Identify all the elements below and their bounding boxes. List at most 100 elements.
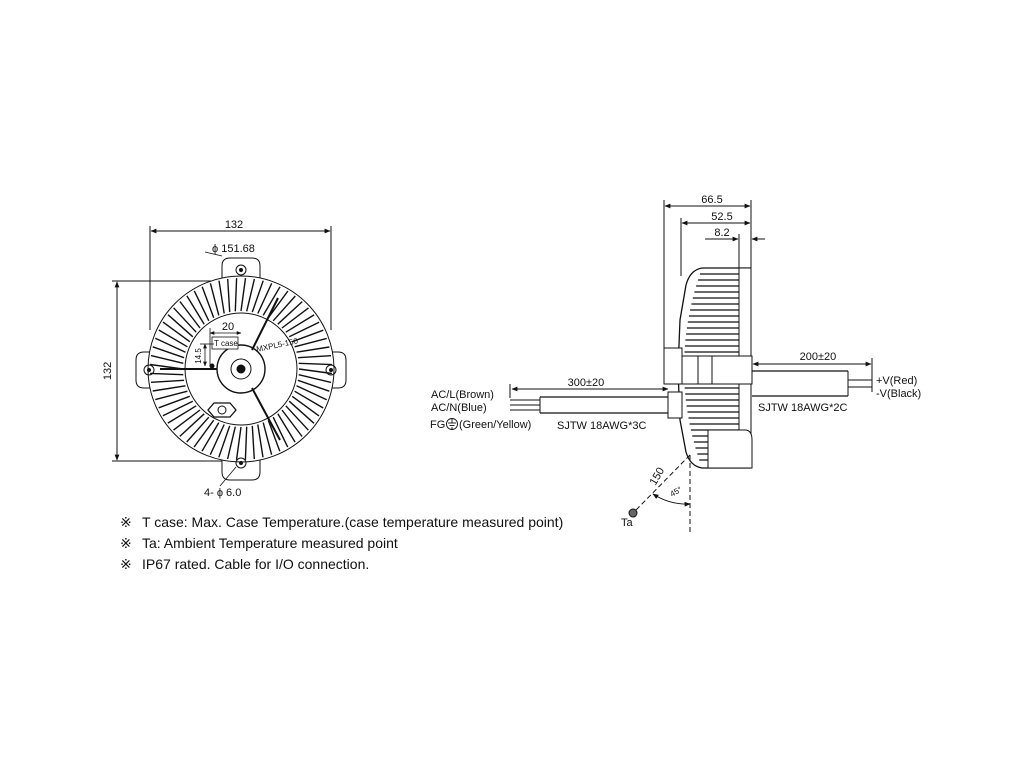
cooling-fin bbox=[235, 426, 242, 460]
front-width-label: 132 bbox=[225, 219, 243, 231]
cooling-fin bbox=[155, 337, 186, 353]
note-text: T case: Max. Case Temperature.(case temp… bbox=[142, 514, 564, 530]
wire-acn-label: AC/N(Blue) bbox=[431, 402, 487, 414]
cooling-fin bbox=[226, 426, 236, 460]
cooling-fin bbox=[277, 301, 303, 325]
ta-distance-label: 150 bbox=[648, 466, 668, 488]
cooling-fin bbox=[272, 416, 289, 448]
tcase-vertical-label: 14.5 bbox=[194, 348, 203, 364]
cooling-fin bbox=[167, 405, 197, 424]
hub-inner bbox=[230, 358, 252, 380]
wire-fg-label: (Green/Yellow) bbox=[459, 419, 531, 431]
front-diameter-label: ϕ 151.68 bbox=[212, 243, 255, 255]
note-item: ※ IP67 rated. Cable for I/O connection. bbox=[120, 554, 563, 575]
cooling-fin bbox=[294, 390, 324, 409]
vent-plug bbox=[207, 402, 237, 418]
cooling-fin bbox=[227, 278, 231, 313]
cooling-fin bbox=[173, 409, 201, 431]
mount-hole-right bbox=[325, 364, 337, 376]
cooling-fin bbox=[150, 379, 185, 383]
cooling-fin bbox=[179, 413, 205, 437]
ta-angle-label: 45° bbox=[669, 485, 684, 499]
front-height-label: 132 bbox=[102, 362, 114, 380]
cooling-fin bbox=[298, 374, 332, 384]
note-item: ※ Ta: Ambient Temperature measured point bbox=[120, 533, 563, 554]
cooling-fin bbox=[257, 424, 264, 458]
cooling-fin bbox=[155, 390, 188, 401]
cooling-fin bbox=[162, 400, 194, 417]
cooling-fin bbox=[150, 354, 184, 364]
vminus-label: -V(Black) bbox=[876, 388, 921, 400]
vplus-label: +V(Red) bbox=[876, 375, 917, 387]
cooling-fin bbox=[158, 329, 188, 348]
cooling-fin bbox=[150, 372, 184, 376]
mount-hole-bottom bbox=[235, 457, 247, 469]
cooling-fin bbox=[158, 395, 191, 409]
cooling-fin bbox=[179, 301, 201, 329]
wire-acl-label: AC/L(Brown) bbox=[431, 389, 494, 401]
cooling-fin bbox=[167, 314, 194, 338]
cooling-fin bbox=[285, 314, 315, 333]
note-text: Ta: Ambient Temperature measured point bbox=[142, 535, 398, 551]
cooling-fin bbox=[193, 419, 215, 448]
mount-hole-left bbox=[143, 364, 155, 376]
ta-label: Ta bbox=[621, 517, 634, 529]
mount-hole-top bbox=[235, 264, 247, 276]
depth-525-label: 52.5 bbox=[711, 211, 732, 223]
diameter-leader bbox=[204, 251, 223, 257]
note-text: IP67 rated. Cable for I/O connection. bbox=[142, 556, 370, 572]
output-cable-length: 200±20 bbox=[800, 351, 837, 363]
cooling-fin bbox=[218, 425, 231, 458]
spoke-1 bbox=[251, 297, 279, 351]
cooling-fin bbox=[186, 416, 210, 443]
notes-list: ※ T case: Max. Case Temperature.(case tem… bbox=[120, 512, 563, 575]
cooling-fin bbox=[234, 278, 238, 312]
front-view bbox=[112, 226, 347, 487]
cooling-fin bbox=[186, 295, 205, 325]
note-mark: ※ bbox=[120, 556, 132, 572]
tcase-label: T case bbox=[214, 339, 238, 348]
cooling-fin bbox=[262, 422, 273, 455]
cooling-fin bbox=[257, 283, 273, 314]
cooling-fin bbox=[152, 346, 185, 359]
side-bottom-gland bbox=[707, 429, 753, 469]
cooling-fin bbox=[288, 321, 320, 338]
ground-icon bbox=[446, 418, 458, 430]
cooling-fin bbox=[288, 400, 315, 424]
note-mark: ※ bbox=[120, 535, 132, 551]
cooling-fin bbox=[298, 362, 332, 366]
flange-82-label: 8.2 bbox=[714, 227, 729, 239]
cooling-fin bbox=[218, 280, 225, 314]
cooling-fin bbox=[209, 283, 220, 316]
cooling-fin bbox=[152, 385, 186, 392]
cooling-fin bbox=[267, 290, 289, 319]
cooling-fin bbox=[262, 286, 281, 316]
cooling-fin bbox=[296, 346, 330, 353]
ta-point bbox=[628, 508, 638, 518]
cooling-fin bbox=[246, 278, 256, 312]
ta-angle-arc bbox=[652, 493, 691, 507]
cooling-fin bbox=[281, 307, 309, 329]
depth-665-label: 66.5 bbox=[701, 194, 722, 206]
note-mark: ※ bbox=[120, 514, 132, 530]
input-cable-length: 300±20 bbox=[568, 377, 605, 389]
cooling-fin bbox=[209, 424, 225, 455]
cooling-fin bbox=[162, 321, 191, 343]
cooling-fin bbox=[173, 307, 197, 333]
side-hub bbox=[663, 347, 683, 385]
cooling-fin bbox=[251, 425, 255, 460]
output-cable-type: SJTW 18AWG*2C bbox=[758, 402, 847, 414]
cooling-fin bbox=[297, 379, 330, 392]
tcase-offset-label: 20 bbox=[222, 321, 234, 333]
cooling-fins bbox=[150, 278, 332, 460]
cooling-fin bbox=[277, 413, 296, 443]
mount-holes-label: 4- ϕ 6.0 bbox=[204, 487, 241, 499]
cooling-fin bbox=[240, 278, 247, 312]
mount-hole-leader bbox=[219, 466, 237, 487]
tcase-point bbox=[209, 363, 215, 369]
cooling-fin bbox=[267, 419, 281, 452]
wire-fg-prefix: FG bbox=[430, 419, 445, 431]
cooling-fin bbox=[291, 329, 324, 343]
cooling-fin bbox=[281, 409, 303, 437]
